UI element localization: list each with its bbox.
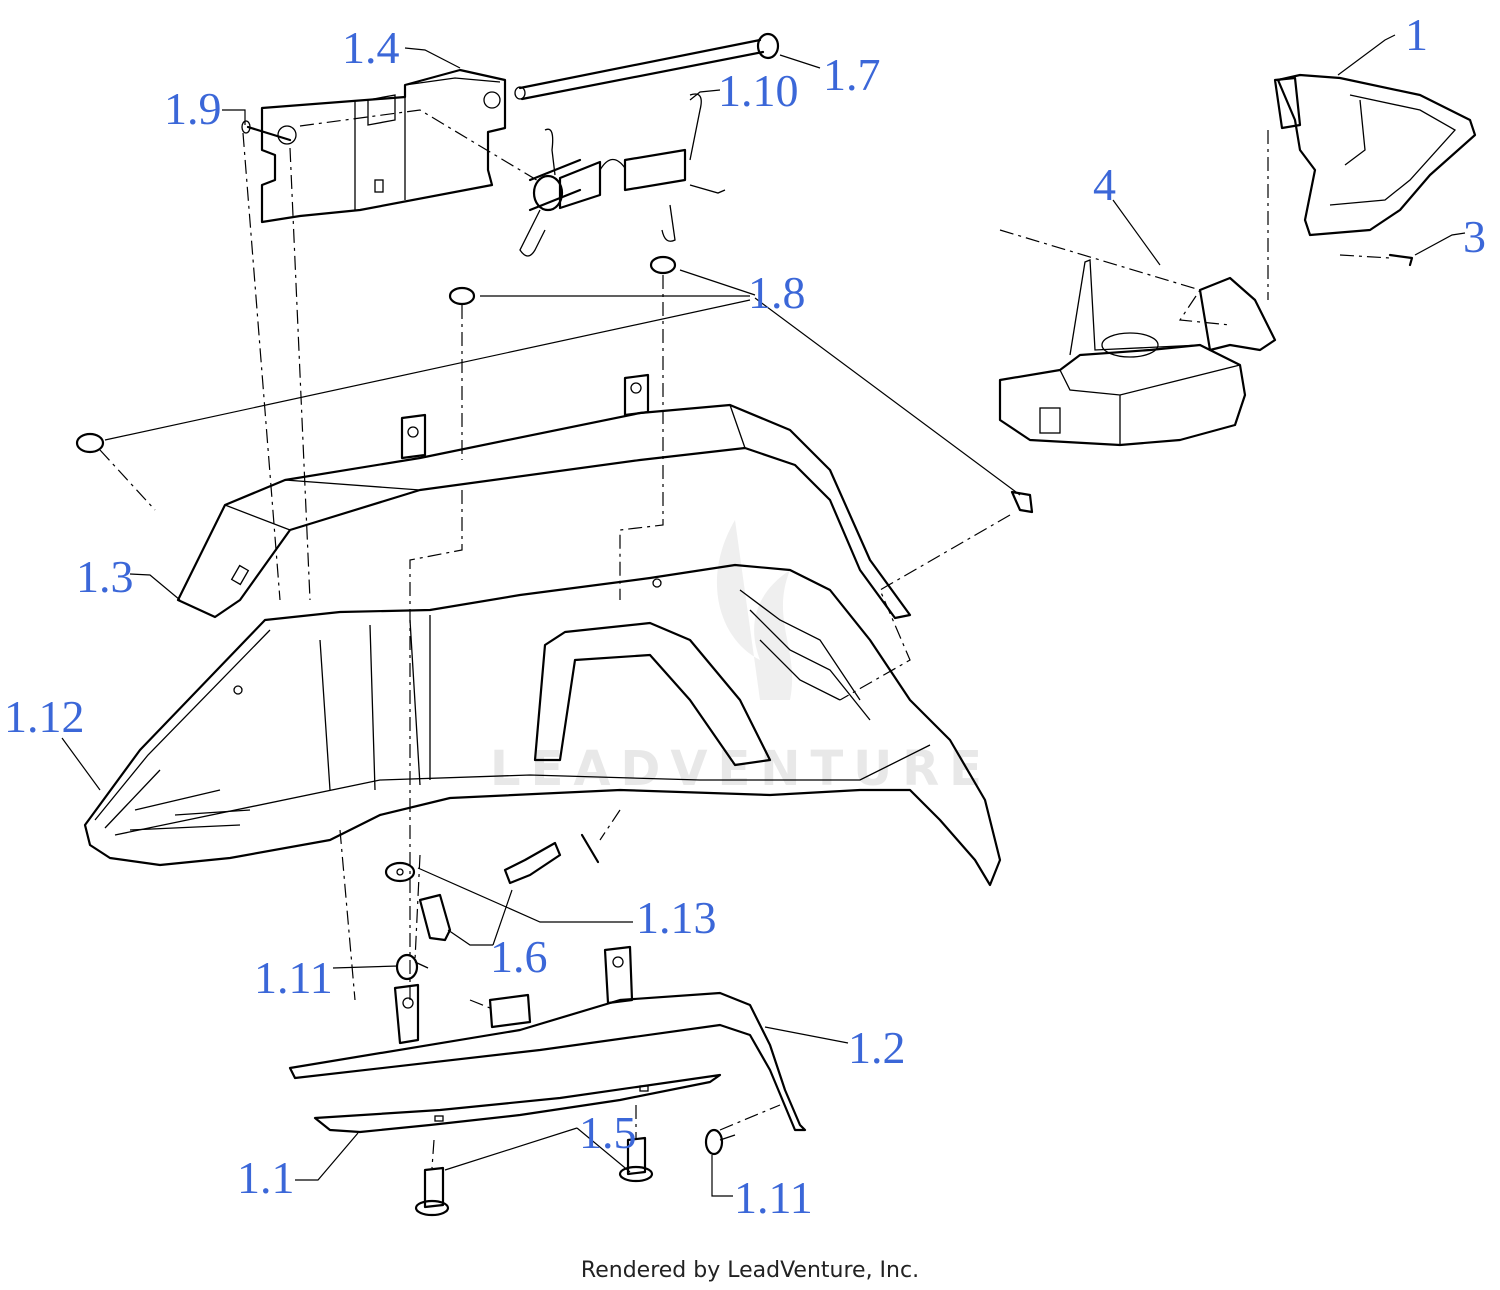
part-bolt-3 (1388, 253, 1414, 267)
part-bolt-1-6 (418, 841, 562, 942)
callout-1-9: 1.9 (164, 83, 222, 134)
part-pin-1-9 (241, 120, 292, 142)
callout-labels: 1 3 4 1.4 1.7 1.10 1.9 1.8 1.3 1.12 1.13… (4, 9, 1486, 1223)
part-lower-plate-1-2 (288, 945, 807, 1132)
credit-text: Rendered by LeadVenture, Inc. (580, 1258, 920, 1283)
part-nut-1-8 (75, 255, 1034, 514)
part-bolt-1-11 (395, 953, 736, 1156)
center-lines (99, 109, 1391, 1169)
callout-1-11-upper: 1.11 (254, 952, 333, 1003)
callout-1-1: 1.1 (237, 1152, 295, 1203)
watermark-text: LEADVENTURE (490, 741, 992, 797)
callout-1: 1 (1405, 9, 1428, 60)
callout-1-2: 1.2 (848, 1022, 906, 1073)
part-washer-1-13 (384, 833, 600, 883)
callout-1-5: 1.5 (579, 1107, 637, 1158)
callout-1-8: 1.8 (748, 267, 806, 318)
callout-4: 4 (1093, 159, 1116, 210)
callout-1-13: 1.13 (636, 892, 717, 943)
leadventure-watermark: LEADVENTURE (490, 520, 992, 797)
leader-lines (61, 34, 1466, 1197)
part-bracket-1-4 (260, 68, 507, 224)
part-bolt-1-5 (414, 1136, 654, 1217)
part-chute-assembly-1 (1273, 73, 1477, 237)
callout-1-12: 1.12 (4, 691, 85, 742)
callout-3: 3 (1463, 211, 1486, 262)
part-deck-housing-4 (998, 259, 1277, 447)
callout-1-10: 1.10 (718, 65, 799, 116)
part-spring-1-10 (519, 93, 726, 257)
part-deflector-top-1-3 (176, 373, 912, 620)
callout-1-4: 1.4 (342, 22, 400, 73)
callout-1-6: 1.6 (490, 931, 548, 982)
callout-1-3: 1.3 (76, 551, 134, 602)
part-lower-strip-1-1 (313, 1073, 722, 1134)
part-chute-1-12 (83, 563, 1002, 887)
part-rod-1-7 (514, 32, 780, 101)
callout-1-7: 1.7 (823, 49, 881, 100)
callout-1-11-lower: 1.11 (734, 1172, 813, 1223)
